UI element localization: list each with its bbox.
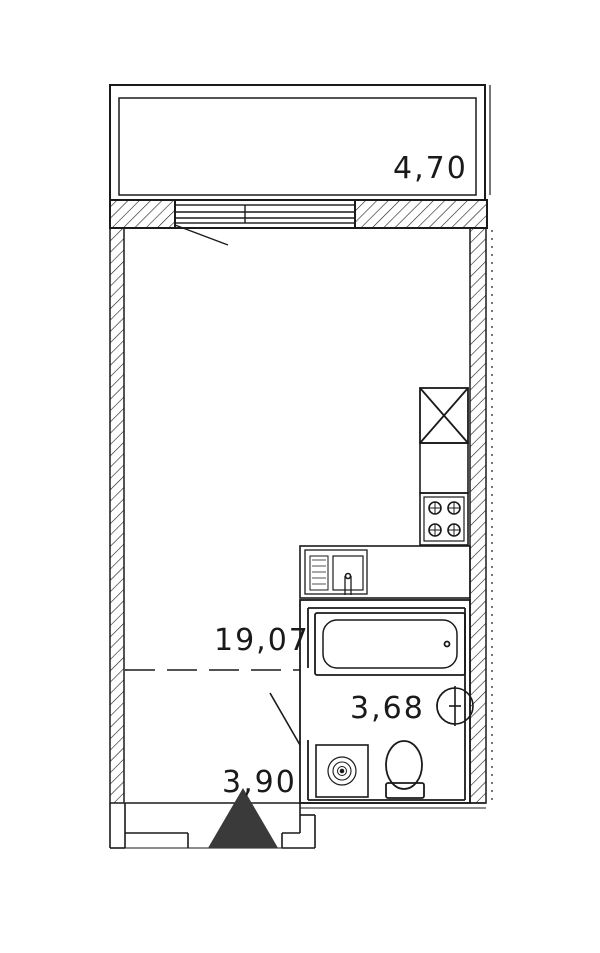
stove-icon [419, 492, 469, 546]
hall-area-label: 3,90 [222, 765, 297, 800]
toilet-icon [385, 740, 425, 799]
wall-right [469, 227, 493, 804]
refrigerator-icon [419, 387, 469, 444]
wall-bottom [109, 802, 486, 849]
washbasin-icon [436, 686, 474, 726]
bathtub-icon [314, 612, 466, 676]
bathroom-door [269, 692, 301, 746]
washing-machine-icon [315, 744, 369, 798]
kitchen-sink-icon [299, 545, 471, 599]
entrance-arrow-icon [208, 788, 278, 848]
living-area-label: 19,07 [214, 623, 310, 658]
bathroom-area-label: 3,68 [350, 691, 425, 726]
window [174, 204, 356, 224]
wall-left [109, 227, 125, 804]
exterior-wall-top [109, 199, 488, 246]
kitchen-counter [419, 442, 469, 494]
balcony-area-label: 4,70 [393, 151, 468, 186]
